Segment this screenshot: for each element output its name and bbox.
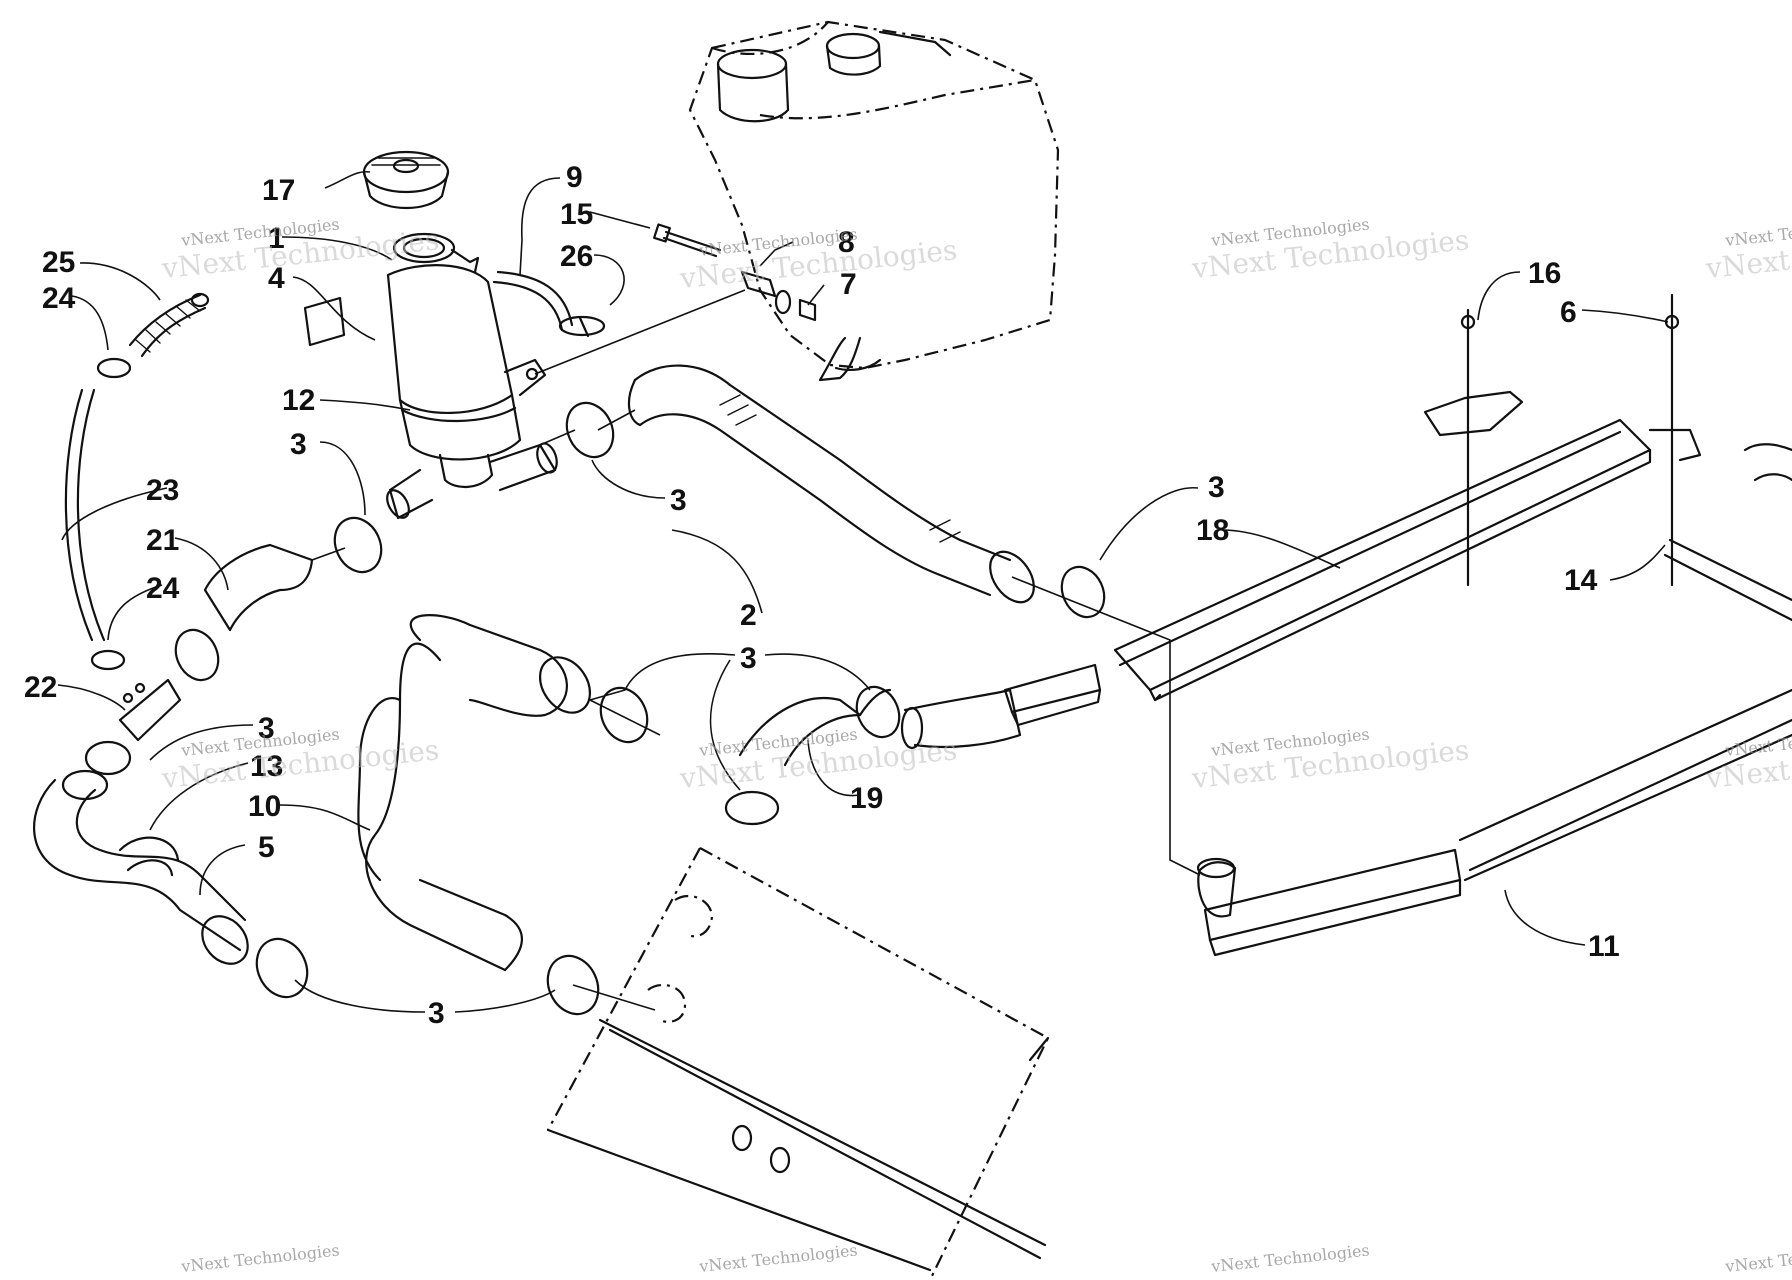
callout-19: 19 bbox=[850, 782, 883, 815]
callout-labels: 17 1 9 15 8 26 7 25 24 4 12 3 3 23 21 24… bbox=[24, 161, 1620, 1030]
callout-12: 12 bbox=[282, 384, 315, 417]
callout-2: 2 bbox=[740, 599, 757, 632]
hose-clip bbox=[118, 836, 180, 877]
small-clamp bbox=[96, 357, 132, 379]
callout-3: 3 bbox=[258, 712, 275, 745]
callout-3: 3 bbox=[290, 428, 307, 461]
callout-10: 10 bbox=[248, 790, 281, 823]
hose-clamps bbox=[84, 401, 1106, 1016]
hose-21 bbox=[203, 543, 314, 632]
watermark-text: vNext Technologies bbox=[697, 1240, 858, 1276]
callout-24: 24 bbox=[146, 572, 180, 605]
callout-11: 11 bbox=[1588, 930, 1620, 963]
callout-17: 17 bbox=[262, 174, 295, 207]
callout-21: 21 bbox=[146, 524, 179, 557]
callout-22: 22 bbox=[24, 671, 57, 704]
hose-19 bbox=[738, 697, 862, 767]
callout-25: 25 bbox=[42, 246, 75, 279]
callout-8: 8 bbox=[838, 226, 855, 259]
spring-hose bbox=[128, 292, 210, 358]
callout-13: 13 bbox=[250, 750, 283, 783]
callout-14: 14 bbox=[1564, 564, 1598, 597]
callout-24: 24 bbox=[42, 282, 76, 315]
hose-2 bbox=[633, 364, 1012, 562]
callout-18: 18 bbox=[1196, 514, 1229, 547]
callout-6: 6 bbox=[1560, 296, 1577, 329]
small-clamp bbox=[90, 649, 126, 671]
filler-neck-assembly bbox=[362, 150, 558, 520]
leader-lines bbox=[57, 170, 1669, 1013]
callout-16: 16 bbox=[1528, 257, 1561, 290]
overflow-hose bbox=[492, 270, 606, 338]
callout-23: 23 bbox=[146, 474, 179, 507]
drain-line bbox=[64, 388, 94, 642]
callout-3: 3 bbox=[740, 642, 757, 675]
callout-5: 5 bbox=[258, 831, 275, 864]
watermark-text: vNext Technologies bbox=[1723, 1240, 1792, 1276]
callout-15: 15 bbox=[560, 198, 593, 231]
callout-9: 9 bbox=[566, 161, 583, 194]
callout-7: 7 bbox=[840, 268, 857, 301]
callout-3: 3 bbox=[428, 997, 445, 1030]
watermark-text: vNext Technologies bbox=[1209, 1240, 1370, 1276]
watermark-text: vNext Technologies bbox=[179, 1240, 340, 1276]
hose-10 bbox=[409, 614, 568, 717]
heat-exchanger-rails bbox=[1003, 293, 1792, 957]
decal bbox=[303, 296, 346, 347]
callout-3: 3 bbox=[670, 484, 687, 517]
callout-26: 26 bbox=[560, 240, 593, 273]
callout-3: 3 bbox=[1208, 471, 1225, 504]
hose-5 bbox=[33, 778, 242, 952]
tee-fitting bbox=[118, 678, 182, 742]
watermarks: vNext Technologies vNext Technologies vN… bbox=[160, 214, 1792, 1276]
heat-exchanger-panel bbox=[546, 847, 1050, 1280]
callout-4: 4 bbox=[268, 262, 285, 295]
coolant-tank bbox=[688, 20, 1060, 382]
callout-1: 1 bbox=[268, 222, 285, 255]
